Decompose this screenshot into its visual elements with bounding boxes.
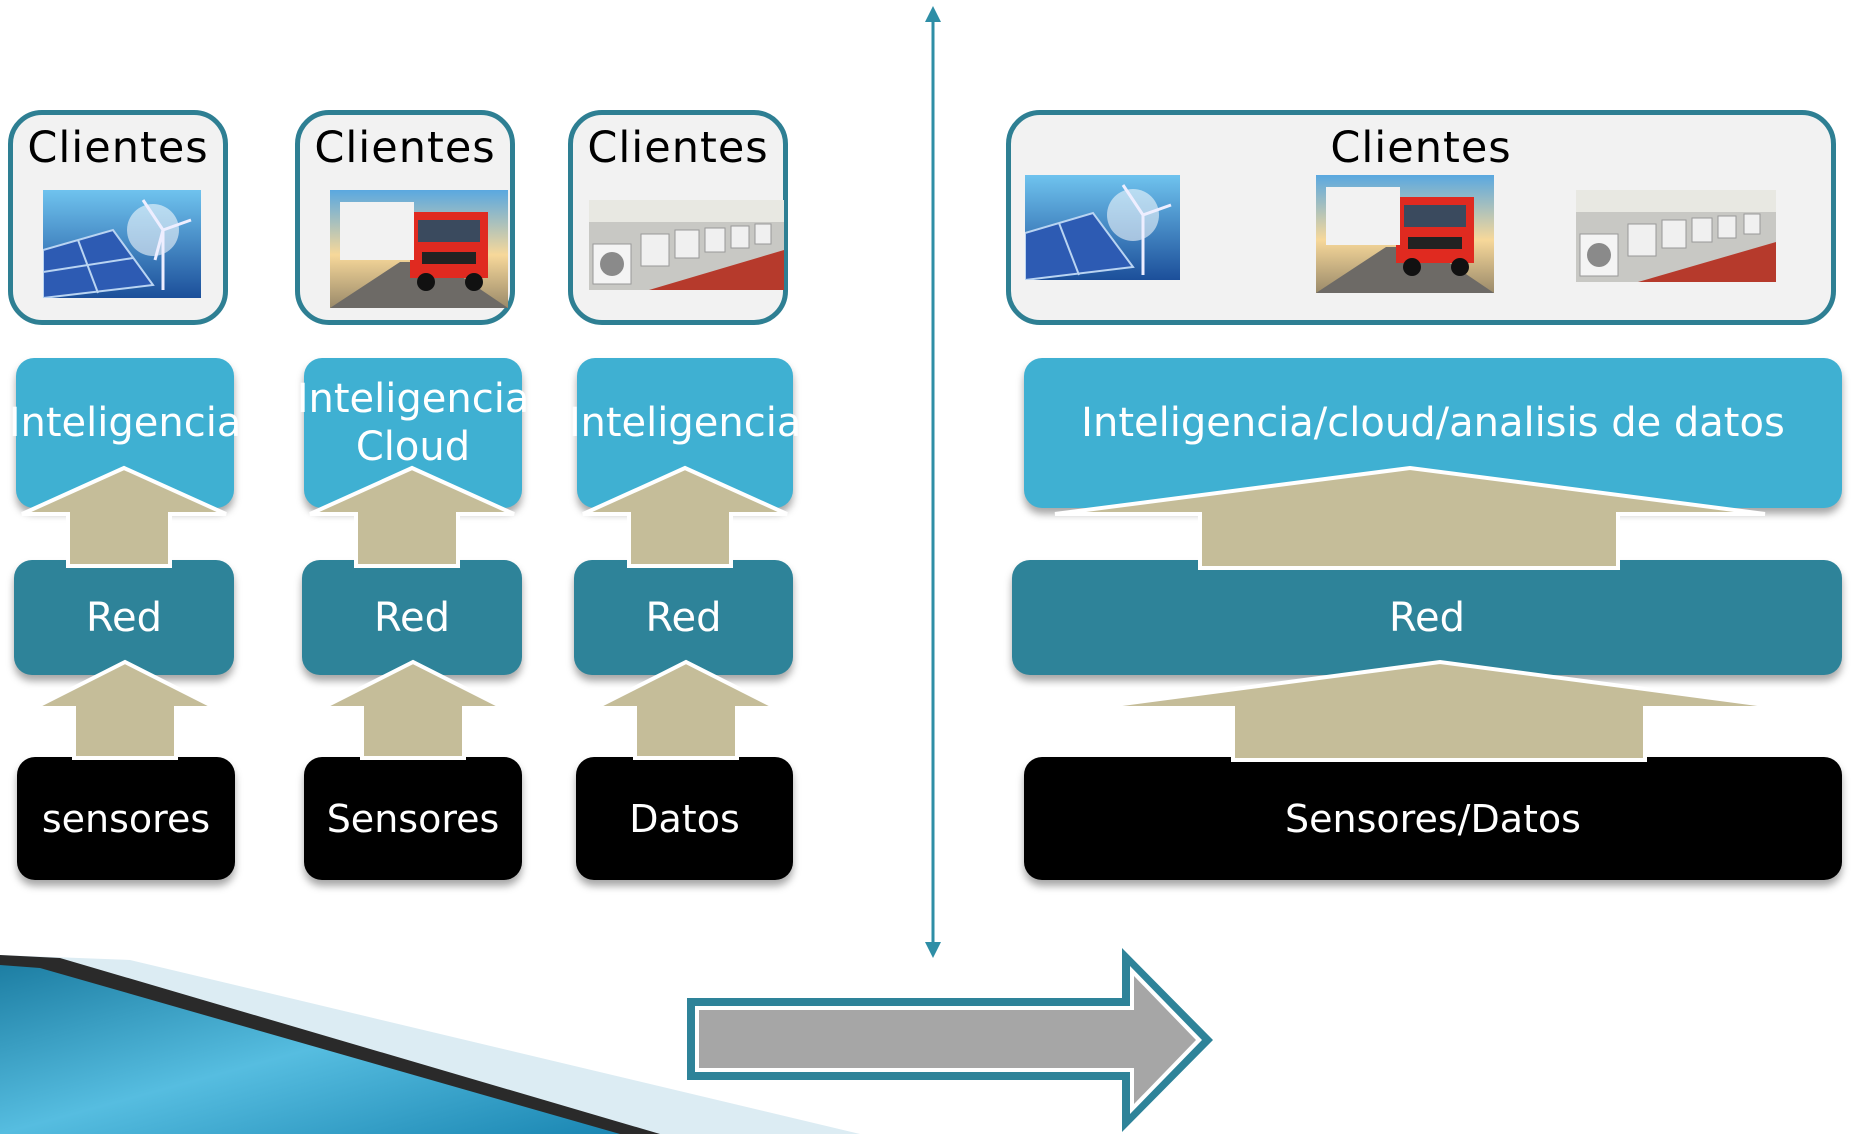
- client-box-2: Clientes: [295, 110, 515, 325]
- up-arrow-icon: [1091, 659, 1789, 762]
- client-box-3: Clientes: [568, 110, 788, 325]
- factory-icon: [1576, 190, 1776, 282]
- up-arrow-icon: [594, 659, 778, 760]
- up-arrow-icon: [33, 659, 217, 760]
- client-box-combined: Clientes: [1006, 110, 1836, 325]
- red-label: Red: [645, 594, 722, 641]
- intel-layer-3: Inteligencia: [569, 358, 801, 508]
- intel-label-line1: Inteligencia: [296, 376, 530, 422]
- client-title: Clientes: [27, 123, 209, 173]
- sensor-layer-combined: Sensores/Datos: [1024, 757, 1842, 880]
- sensor-layer-1: sensores: [17, 757, 235, 880]
- client-title: Clientes: [587, 123, 769, 173]
- intel-label-2: Inteligencia Cloud: [297, 375, 530, 471]
- up-arrow-icon: [309, 465, 515, 568]
- solar-wind-icon: [43, 190, 201, 298]
- client-box-1: Clientes: [8, 110, 228, 325]
- sensor-label: Datos: [629, 796, 740, 841]
- intel-label-line2: Cloud: [355, 424, 471, 470]
- intel-label: Inteligencia: [568, 400, 802, 446]
- red-layer-3: Red: [574, 560, 793, 675]
- up-arrow-icon: [582, 465, 788, 568]
- up-arrow-icon: [1054, 465, 1766, 570]
- up-arrow-icon: [21, 465, 227, 568]
- red-label: Red: [374, 594, 450, 641]
- red-label: Red: [1389, 594, 1465, 641]
- sensor-label: Sensores: [326, 796, 500, 841]
- sensor-layer-2: Sensores: [304, 757, 522, 880]
- intel-layer-2: Inteligencia Cloud: [297, 358, 529, 508]
- client-title: Clientes: [1330, 123, 1512, 173]
- up-arrow-icon: [321, 659, 505, 760]
- red-layer-1: Red: [14, 560, 234, 675]
- solar-wind-icon: [1025, 175, 1180, 280]
- red-label: Red: [86, 594, 162, 641]
- intel-label: Inteligencia: [8, 400, 242, 446]
- client-title: Clientes: [314, 123, 496, 173]
- red-layer-2: Red: [302, 560, 522, 675]
- red-layer-combined: Red: [1012, 560, 1842, 675]
- sensor-label: Sensores/Datos: [1285, 796, 1581, 841]
- truck-icon: [330, 190, 508, 308]
- sensor-label: sensores: [41, 796, 211, 841]
- intel-label: Inteligencia/cloud/analisis de datos: [1081, 400, 1785, 446]
- truck-icon: [1316, 175, 1494, 293]
- sensor-layer-3: Datos: [576, 757, 793, 880]
- factory-icon: [589, 200, 784, 290]
